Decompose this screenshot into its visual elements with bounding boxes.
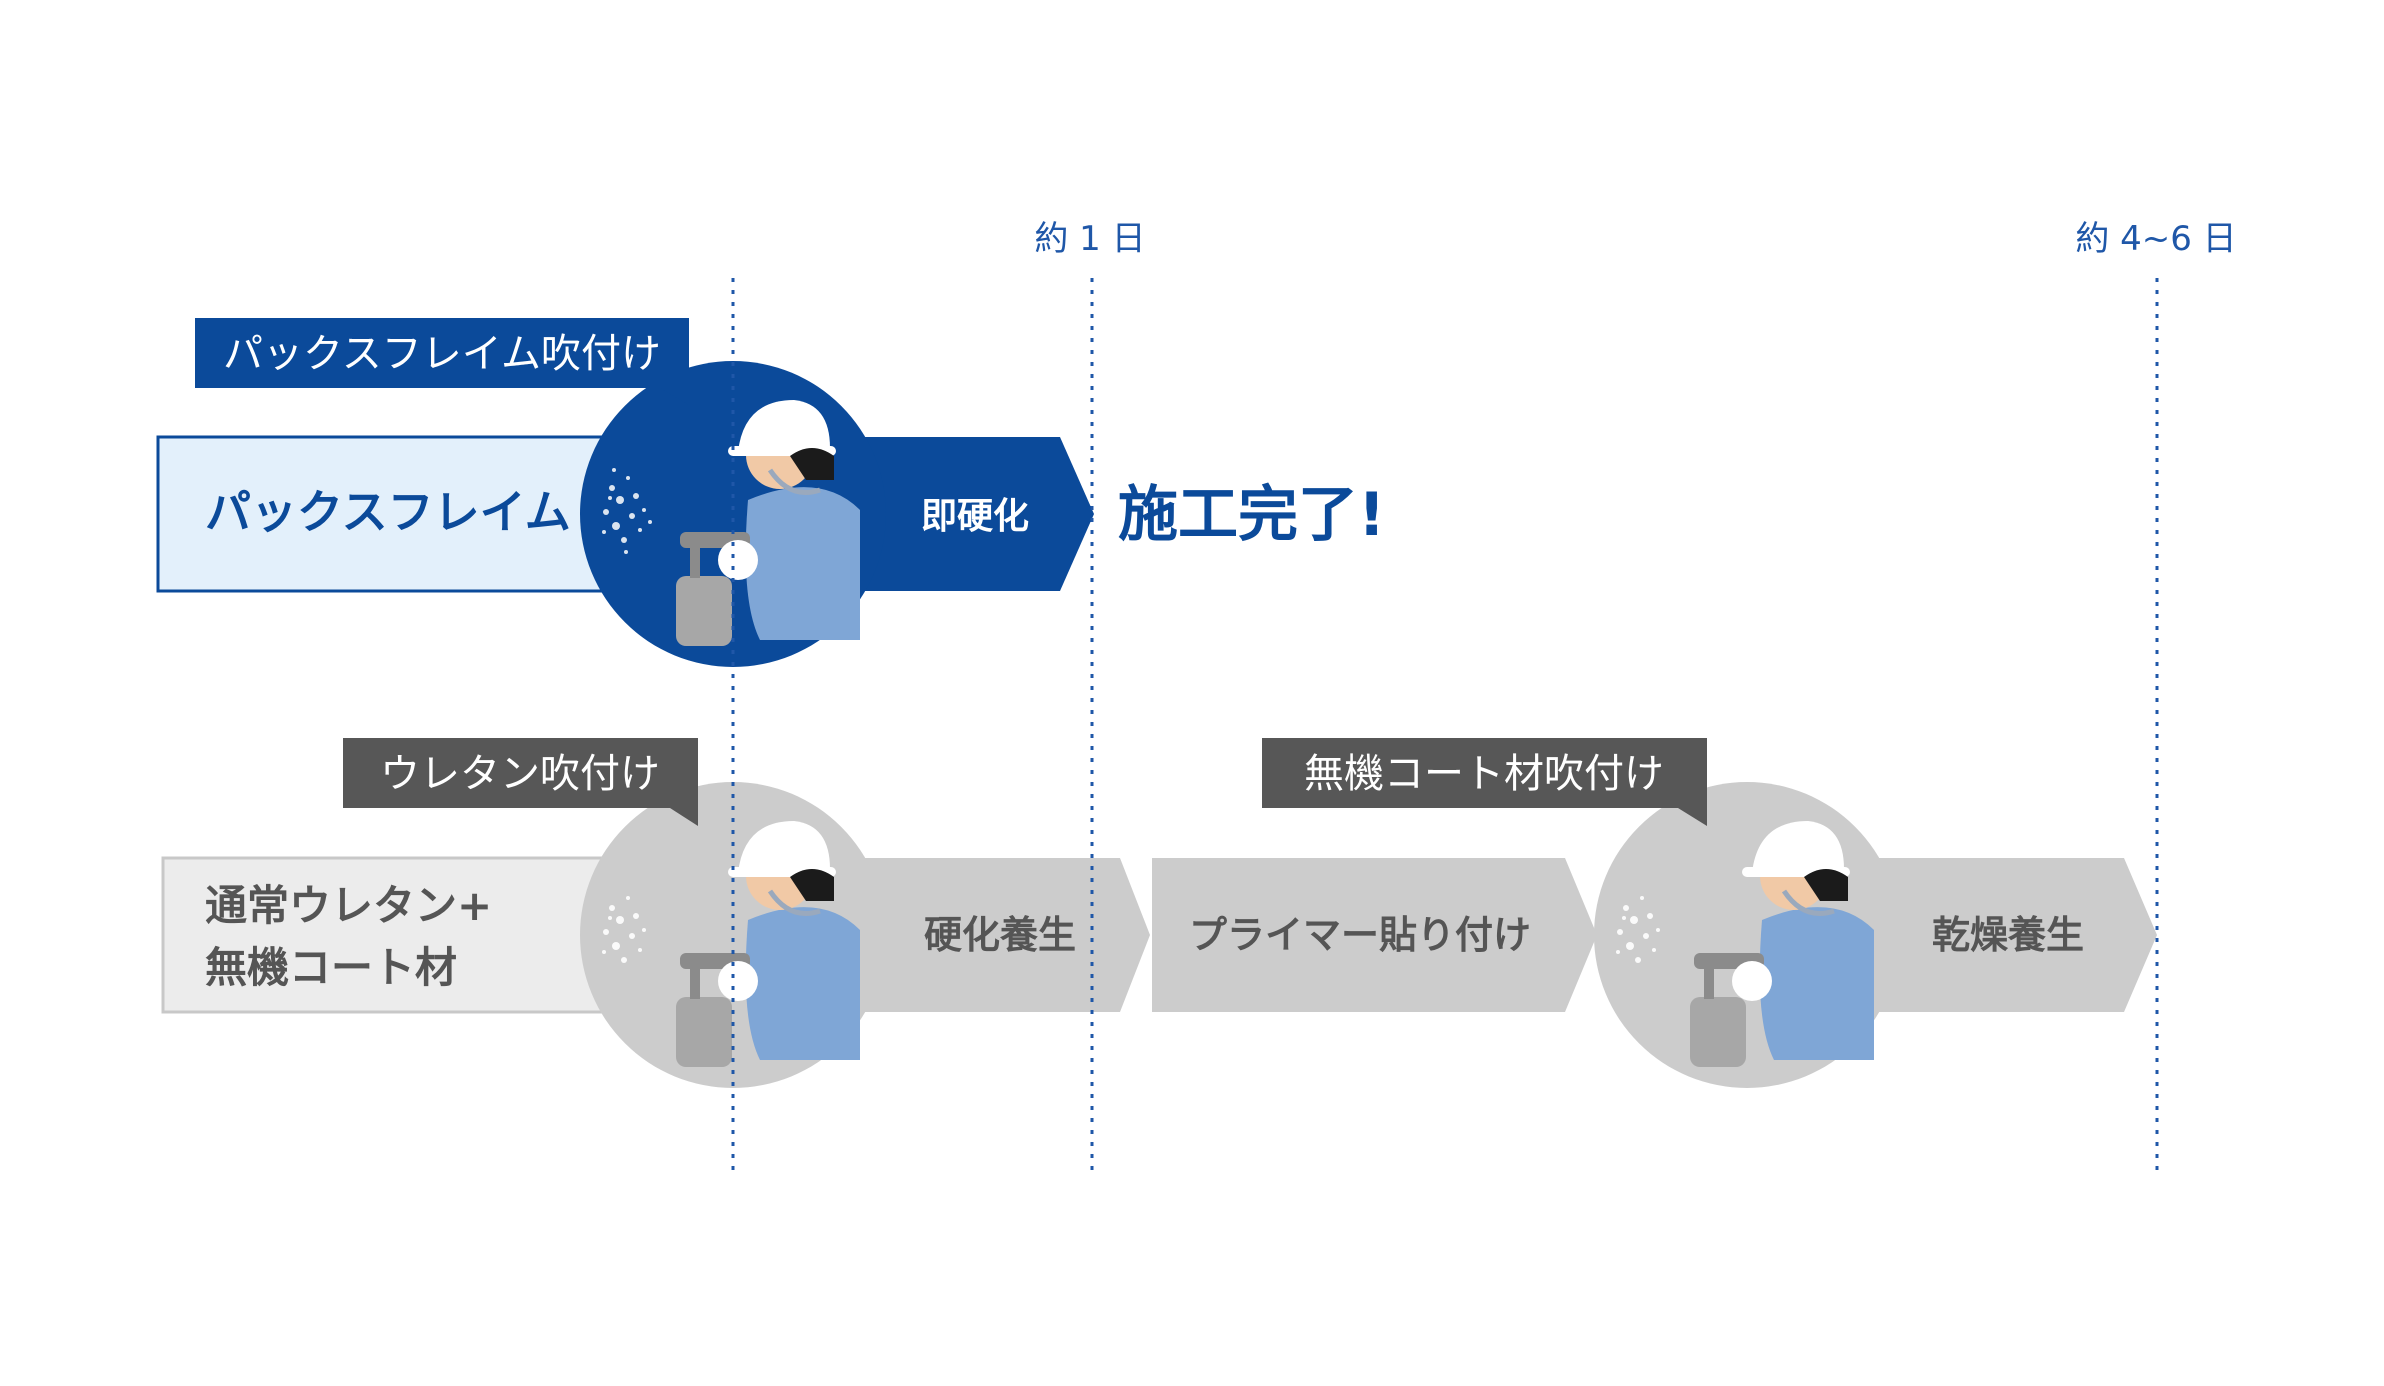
urethane-label-box bbox=[161, 856, 620, 1014]
coat-tag-text: 無機コート材吹付け bbox=[1304, 751, 1664, 797]
urethane-arrow-dry bbox=[1850, 858, 2157, 1012]
pakku-step-label: 即硬化 bbox=[921, 496, 1029, 537]
marker-label-4-6days: 約 4~6 日 bbox=[2075, 219, 2236, 259]
urethane-arrow-primer bbox=[1152, 858, 1597, 1012]
pakku-arrow bbox=[840, 437, 1094, 591]
pakku-result: 施工完了! bbox=[1118, 480, 1385, 550]
pakku-label-box bbox=[156, 435, 620, 593]
urethane-arrow-cure bbox=[845, 858, 1150, 1012]
urethane-step-dry: 乾燥養生 bbox=[1932, 913, 2084, 957]
coat-tag: 無機コート材吹付け bbox=[1262, 738, 1707, 826]
urethane-tag-text: ウレタン吹付け bbox=[380, 751, 660, 797]
worker-spray-illustration-grey-2 bbox=[1594, 782, 1900, 1088]
worker-spray-illustration-grey-1 bbox=[580, 782, 886, 1088]
urethane-step-primer: プライマー貼り付け bbox=[1189, 913, 1531, 957]
pakku-tag-text: パックスフレイム吹付け bbox=[223, 331, 661, 377]
urethane-label-line1: 通常ウレタン+ bbox=[205, 881, 492, 930]
worker-spray-illustration-blue bbox=[580, 361, 886, 667]
urethane-step-cure: 硬化養生 bbox=[924, 913, 1076, 957]
urethane-label-line2: 無機コート材 bbox=[205, 943, 457, 992]
urethane-tag: ウレタン吹付け bbox=[343, 738, 698, 826]
pakku-tag: パックスフレイム吹付け bbox=[195, 318, 689, 405]
marker-label-1day: 約 1 日 bbox=[1034, 219, 1145, 259]
pakku-label: パックスフレイム bbox=[205, 485, 571, 539]
